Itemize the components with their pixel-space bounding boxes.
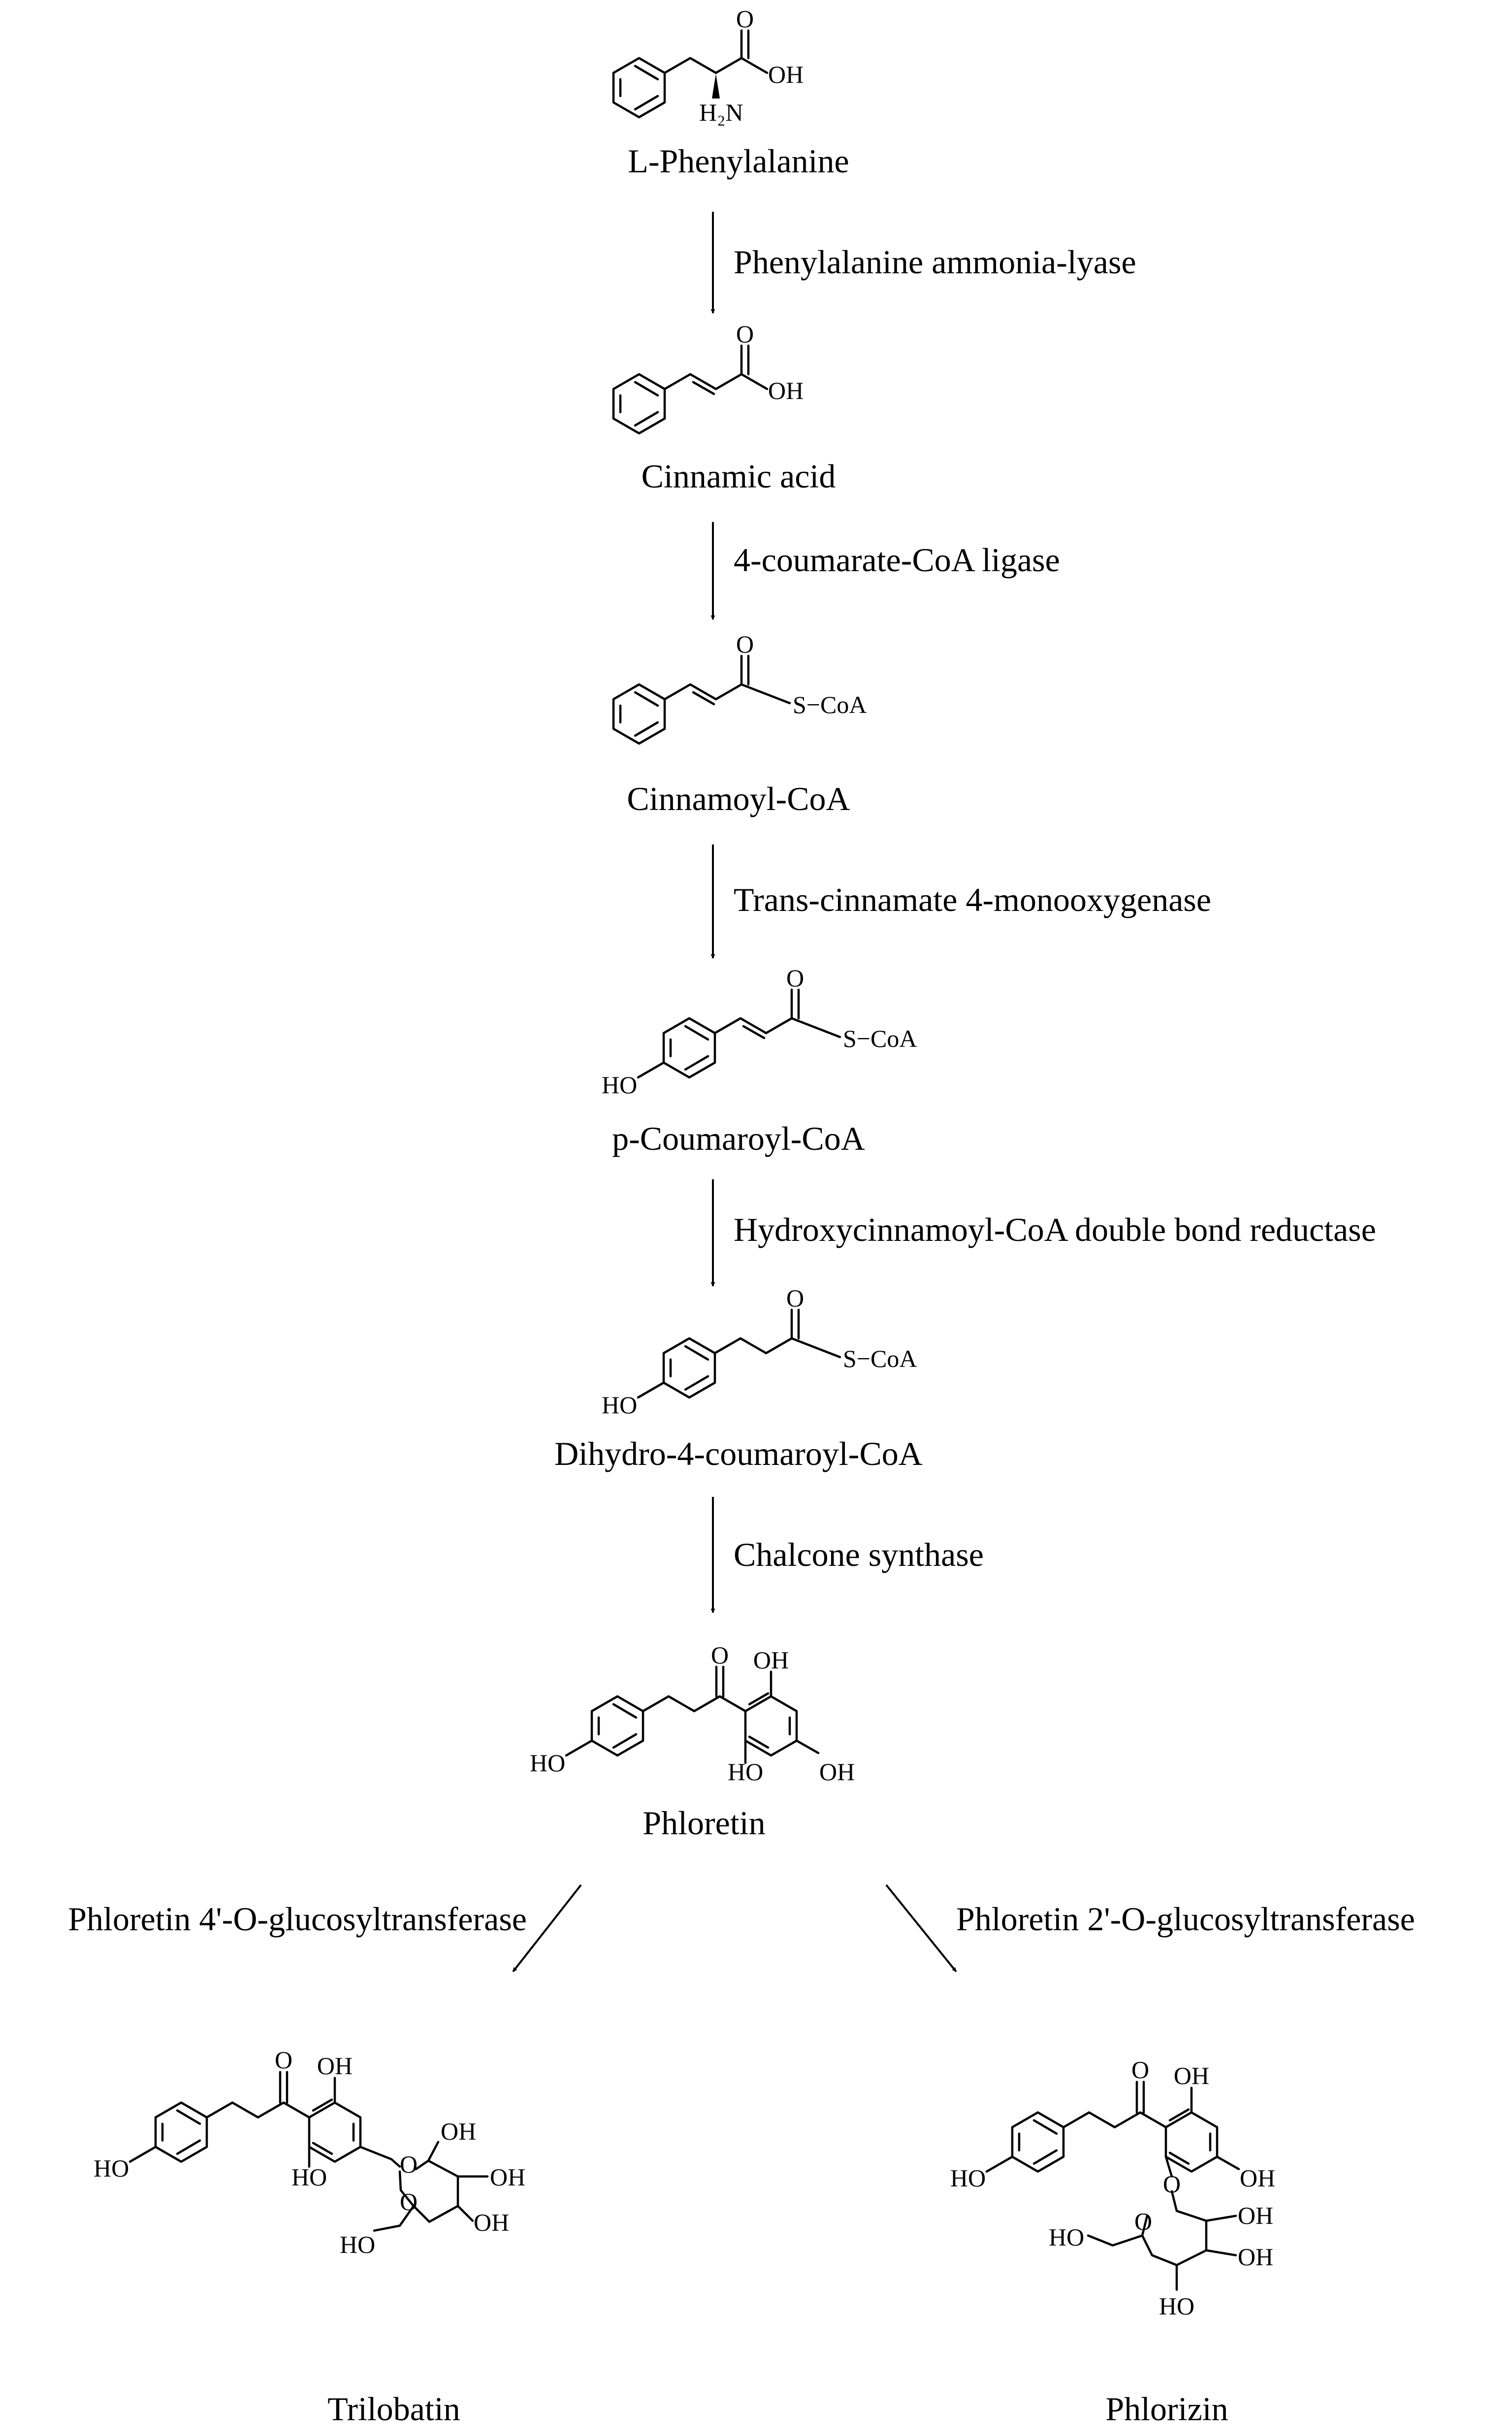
structure-dihydro-coumaroyl-coa: O S−CoA HO: [602, 1284, 917, 1419]
atom-thioester: S−CoA: [843, 1345, 917, 1372]
enzyme-label-hcdbr: Hydroxycinnamoyl-CoA double bond reducta…: [734, 1211, 1376, 1248]
atom-hydroxyl: OH: [768, 61, 804, 88]
compound-label-dihydro-coumaroyl-coa: Dihydro-4-coumaroyl-CoA: [554, 1435, 923, 1472]
atom-hydroxyl: HO: [728, 1758, 763, 1785]
structure-cinnamic-acid: O OH: [612, 320, 804, 435]
atom-hydroxyl: HO: [602, 1391, 637, 1419]
atom-hydroxyl: OH: [1238, 2243, 1273, 2271]
atom-oxygen: O: [736, 630, 754, 658]
atom-hydroxyl: HO: [1049, 2223, 1084, 2251]
compound-label-phloretin: Phloretin: [643, 1804, 765, 1842]
atom-thioester: S−CoA: [793, 691, 867, 718]
compound-label-cinnamoyl-coa: Cinnamoyl-CoA: [627, 780, 850, 817]
atom-oxygen: O: [1131, 2056, 1149, 2083]
atom-hydroxyl: OH: [1174, 2062, 1209, 2089]
atom-oxygen: O: [736, 5, 754, 32]
atom-hydroxyl: OH: [317, 2052, 353, 2079]
atom-hydroxyl: OH: [490, 2163, 525, 2191]
atom-hydroxyl: OH: [768, 377, 804, 404]
enzyme-label-p4gt: Phloretin 4'-O-glucosyltransferase: [68, 1900, 527, 1938]
atom-oxygen: O: [736, 320, 754, 348]
compound-label-trilobatin: Trilobatin: [327, 2390, 460, 2428]
compound-label-p-coumaroyl-coa: p-Coumaroyl-CoA: [612, 1120, 865, 1157]
atom-hydroxyl: OH: [753, 1646, 789, 1674]
reaction-arrow-6b: [885, 1884, 957, 1973]
enzyme-label-chs: Chalcone synthase: [734, 1536, 984, 1573]
atom-amine: H₂N: [699, 98, 743, 126]
atom-hydroxyl: OH: [819, 1758, 855, 1785]
atom-hydroxyl: HO: [291, 2163, 327, 2191]
atom-hydroxyl: HO: [602, 1071, 637, 1099]
structure-cinnamoyl-coa: O S−CoA: [612, 630, 867, 745]
atom-hydroxyl: OH: [1238, 2202, 1273, 2229]
atom-hydroxyl: HO: [340, 2231, 375, 2258]
atom-hydroxyl: HO: [94, 2154, 129, 2182]
structure-p-coumaroyl-coa: O S−CoA HO: [602, 964, 917, 1099]
compound-label-phenylalanine: L-Phenylalanine: [628, 142, 849, 180]
atom-thioester: S−CoA: [843, 1025, 917, 1052]
compound-label-cinnamic-acid: Cinnamic acid: [642, 457, 836, 495]
atom-hydroxyl: OH: [441, 2117, 476, 2145]
atom-oxygen: O: [1134, 2207, 1152, 2235]
structure-phenylalanine: O OH H₂N: [612, 5, 804, 126]
atom-oxygen: O: [786, 964, 804, 992]
atom-hydroxyl: HO: [530, 1749, 565, 1777]
atom-oxygen: O: [711, 1641, 729, 1669]
enzyme-label-pal: Phenylalanine ammonia-lyase: [734, 243, 1136, 281]
atom-oxygen: O: [400, 2188, 418, 2215]
enzyme-label-4cl: 4-coumarate-CoA ligase: [734, 541, 1060, 579]
structure-trilobatin: O OH HO HO O O OH OH OH HO: [94, 2046, 525, 2258]
enzyme-label-p2gt: Phloretin 2'-O-glucosyltransferase: [956, 1900, 1415, 1938]
reaction-arrow-6a: [512, 1884, 582, 1973]
atom-hydroxyl: OH: [474, 2208, 509, 2236]
atom-oxygen: O: [786, 1284, 804, 1312]
atom-hydroxyl: OH: [1240, 2164, 1275, 2192]
compound-label-phlorizin: Phlorizin: [1105, 2390, 1228, 2428]
enzyme-label-c4h: Trans-cinnamate 4-monooxygenase: [734, 881, 1211, 918]
atom-oxygen: O: [275, 2046, 292, 2074]
structure-phloretin: O OH HO HO OH: [530, 1641, 855, 1785]
atom-oxygen: O: [400, 2150, 418, 2178]
structure-phlorizin: O OH HO OH O O OH OH HO HO: [950, 2056, 1275, 2320]
atom-hydroxyl: HO: [1159, 2292, 1194, 2320]
atom-oxygen: O: [1163, 2170, 1181, 2198]
atom-hydroxyl: HO: [950, 2164, 986, 2192]
